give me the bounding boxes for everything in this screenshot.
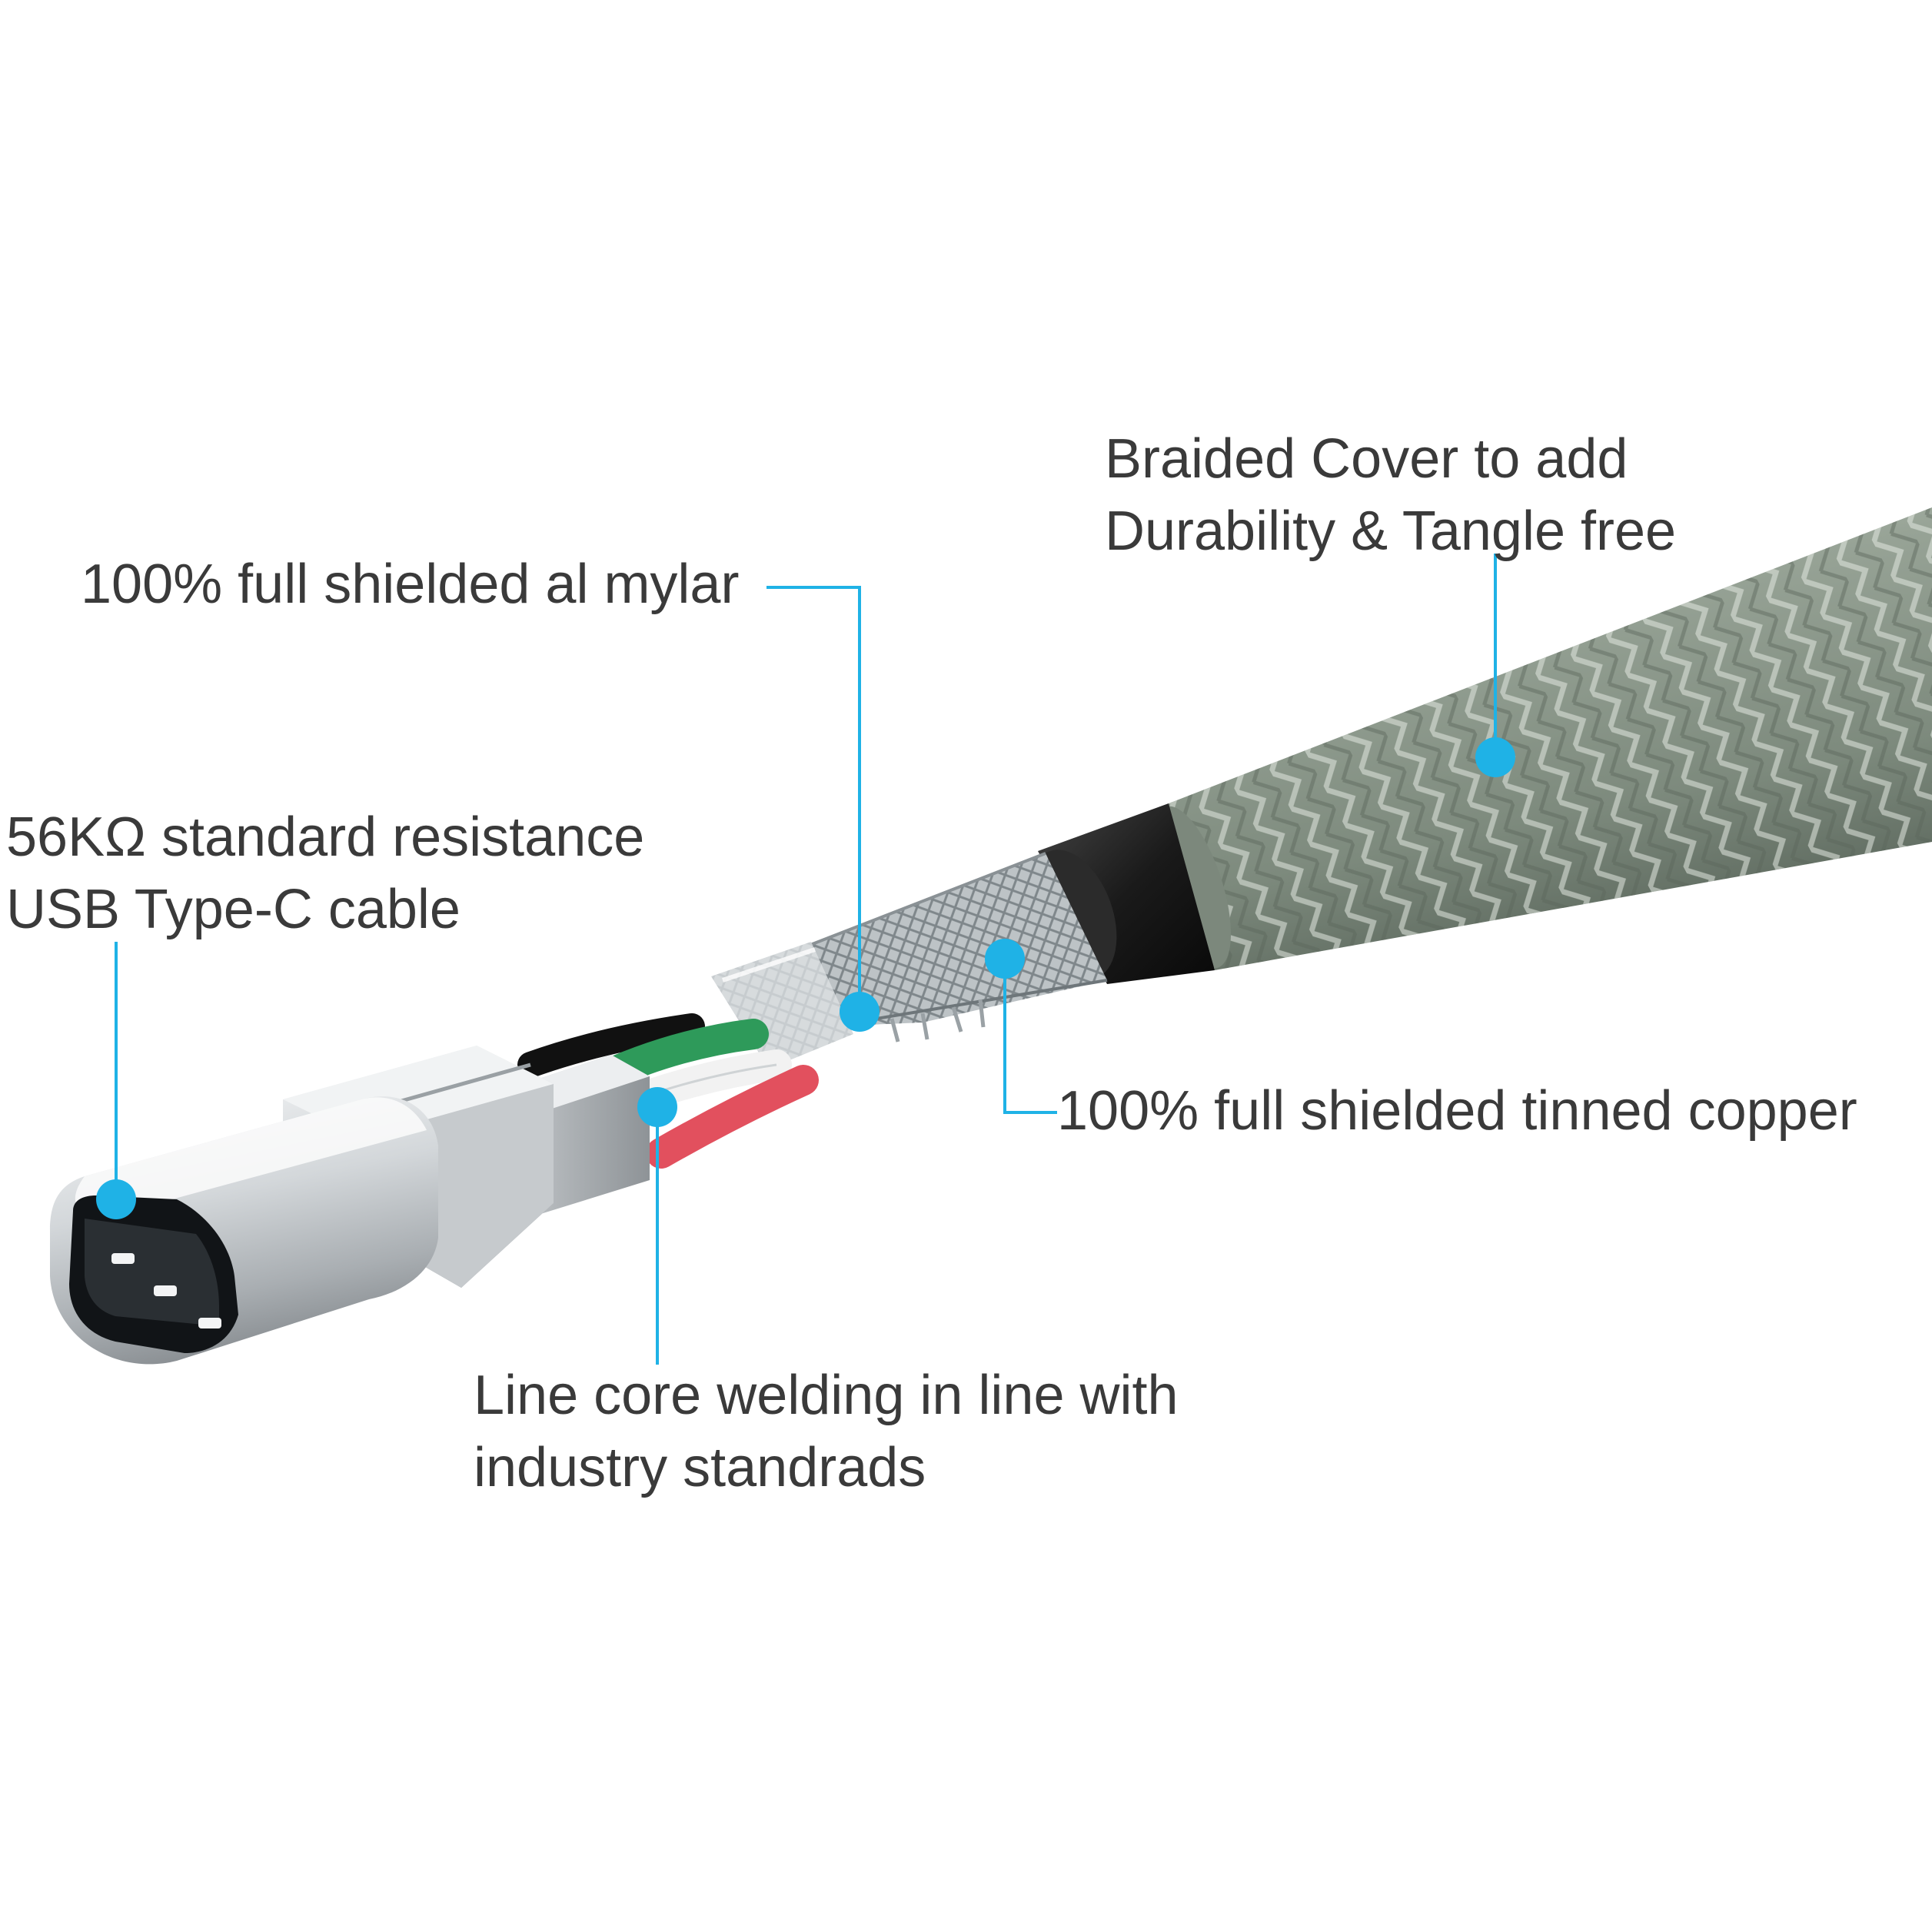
callout-dot-icon	[985, 939, 1025, 979]
callout-al-mylar: 100% full shielded al mylar	[81, 548, 739, 620]
callout-dot-icon	[1475, 737, 1515, 777]
callout-braided-cover-line1: Braided Cover to add	[1105, 423, 1676, 495]
braided-cover	[1136, 507, 1932, 977]
usb-type-c-connector	[50, 1046, 650, 1364]
callout-dot-icon	[840, 992, 880, 1032]
callout-tinned-copper-line1: 100% full shielded tinned copper	[1057, 1075, 1857, 1147]
callout-line-core-line2: industry standrads	[474, 1432, 1179, 1504]
callout-line-core-line1: Line core welding in line with	[474, 1359, 1179, 1432]
callout-type-c-line2: USB Type-C cable	[6, 873, 644, 946]
callout-al-mylar-line1: 100% full shielded al mylar	[81, 548, 739, 620]
callout-tinned-copper: 100% full shielded tinned copper	[1057, 1075, 1857, 1147]
callout-type-c: 56KΩ standard resistance USB Type-C cabl…	[6, 801, 644, 946]
callout-dot-icon	[637, 1087, 677, 1127]
callout-line-core: Line core welding in line with industry …	[474, 1359, 1179, 1504]
callout-braided-cover-line2: Durability & Tangle free	[1105, 495, 1676, 567]
callout-braided-cover: Braided Cover to add Durability & Tangle…	[1105, 423, 1676, 567]
callout-type-c-line1: 56KΩ standard resistance	[6, 801, 644, 873]
callout-dot-icon	[96, 1179, 136, 1219]
